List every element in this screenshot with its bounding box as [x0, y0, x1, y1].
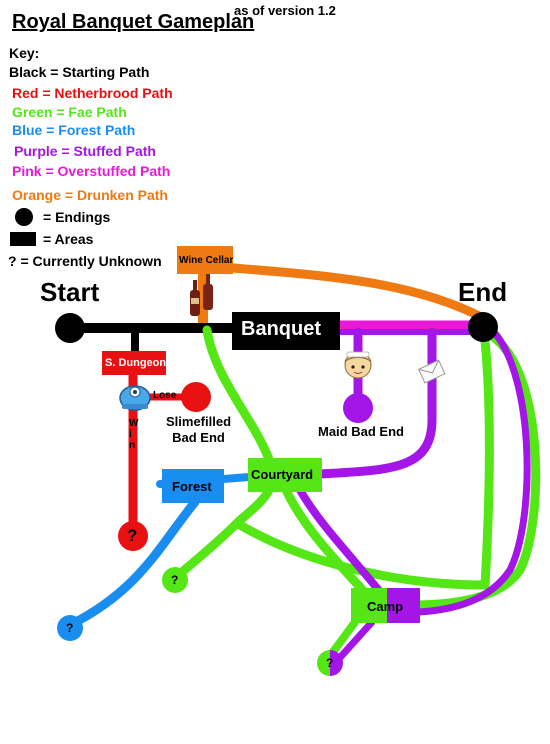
s-dungeon-label: S. Dungeon — [105, 357, 167, 369]
legend-entry-red: Red = Netherbrood Path — [12, 85, 173, 101]
legend-entry-pink: Pink = Overstuffed Path — [12, 163, 171, 179]
legend-ending-swatch — [15, 208, 33, 226]
envelope-icon — [417, 359, 446, 384]
slimefilled-ending-label: Slimefilled Bad End — [166, 414, 232, 445]
green-unknown-ending — [162, 567, 188, 593]
end-node — [468, 312, 498, 342]
wine-cellar-area — [177, 246, 233, 274]
page-title: Royal Banquet Gameplan — [12, 11, 255, 33]
wine-bottles-icon — [190, 274, 213, 316]
legend-area-swatch — [10, 232, 36, 246]
courtyard-label: Courtyard — [251, 467, 314, 482]
banquet-area — [232, 312, 340, 350]
maid-ending-node — [343, 393, 373, 423]
legend-entry-black: Black = Starting Path — [9, 64, 150, 80]
legend-areas-label: = Areas — [43, 231, 94, 247]
purple-path-letter-to-courtyard — [315, 327, 437, 479]
camp-area-green — [351, 588, 387, 623]
blue-unknown-ending — [57, 615, 83, 641]
version-note: as of version 1.2 — [234, 3, 336, 18]
green-path-end-to-camp — [407, 327, 541, 610]
maid-ending-label: Maid Bad End — [318, 424, 404, 439]
legend-unknown-label: ? = Currently Unknown — [8, 253, 162, 269]
camp-label: Camp — [367, 599, 404, 614]
camp-unknown-ending-green-half — [317, 650, 330, 676]
purple-path-end-to-camp — [414, 328, 531, 616]
banquet-label: Banquet — [241, 318, 321, 340]
green-path-camp-to-unknown — [326, 618, 359, 660]
legend-heading: Key: — [9, 45, 40, 61]
green-unknown-mark: ? — [171, 573, 179, 587]
end-label: End — [458, 277, 508, 307]
orange-path-cellar-to-end — [203, 261, 488, 323]
green-path-courtyard-to-unknown — [170, 487, 273, 583]
green-path-courtyard-to-camp — [281, 485, 375, 603]
purple-path-camp-to-unknown — [332, 618, 376, 666]
legend-entry-orange: Orange = Drunken Path — [12, 187, 168, 203]
slimefilled-ending-node — [181, 382, 211, 412]
green-path-loop-to-end — [235, 327, 494, 590]
start-label: Start — [40, 277, 100, 307]
lose-label: Lose — [153, 390, 177, 401]
legend-entry-purple: Purple = Stuffed Path — [14, 143, 156, 159]
courtyard-area — [248, 458, 322, 492]
camp-unknown-ending-purple-half — [330, 650, 343, 676]
s-dungeon-area — [102, 351, 166, 375]
legend-endings-label: = Endings — [43, 209, 111, 225]
camp-unknown-mark: ? — [326, 656, 334, 670]
forest-area — [162, 469, 224, 503]
red-unknown-mark: ? — [127, 526, 138, 545]
wine-cellar-label: Wine Cellar — [179, 255, 234, 266]
legend-entry-blue: Blue = Forest Path — [12, 122, 136, 138]
blue-path-forest-to-unknown — [65, 497, 200, 630]
camp-area-purple — [387, 588, 420, 623]
green-path-banquet-to-courtyard — [202, 325, 275, 467]
maid-face-icon — [344, 351, 372, 379]
start-node — [55, 313, 85, 343]
purple-path-courtyard-to-camp — [296, 486, 389, 602]
blue-unknown-mark: ? — [66, 621, 74, 635]
slime-monster-icon — [119, 385, 151, 411]
forest-label: Forest — [172, 479, 212, 494]
red-unknown-ending — [118, 521, 148, 551]
legend-entry-green: Green = Fae Path — [12, 104, 127, 120]
win-label: Win — [129, 418, 139, 451]
